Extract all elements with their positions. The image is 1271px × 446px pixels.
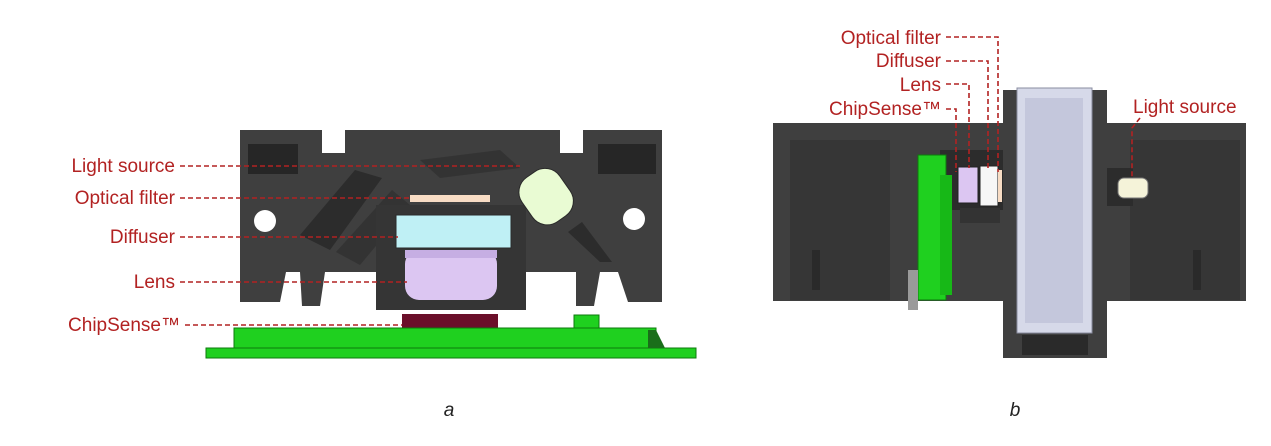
panel-b-slot-left xyxy=(812,250,820,290)
panel-a-channel-left xyxy=(300,170,382,250)
panel-b-leader-light-source xyxy=(1131,117,1141,178)
panel-b-housing-right-section xyxy=(1130,140,1240,300)
panel-a-mount-hole-left xyxy=(254,210,276,232)
panel-b-pcb-pin xyxy=(908,270,918,310)
panel-b-slot-right xyxy=(1193,250,1201,290)
panel-a-label-chipsense: ChipSense™ xyxy=(68,315,180,336)
panel-b-leader-diffuser xyxy=(946,60,989,168)
panel-a-drawing xyxy=(205,130,697,359)
panel-a-label-lens: Lens xyxy=(134,272,175,293)
panel-a-diffuser xyxy=(395,214,512,249)
panel-a-mount-hole-right xyxy=(623,208,645,230)
panel-a-pcb-edge xyxy=(648,330,665,348)
panel-a-recess-right xyxy=(598,144,656,174)
panel-a-lens-rim xyxy=(405,250,497,258)
panel-a-lens xyxy=(405,250,497,300)
panel-a-label-light-source: Light source xyxy=(71,156,175,177)
panel-b-optics-base xyxy=(960,208,1000,223)
panel-b-diffuser xyxy=(979,165,999,207)
panel-b-leader-optical-filter xyxy=(946,36,999,172)
panel-a-channel-right xyxy=(568,222,612,262)
panel-b-lens xyxy=(957,166,979,204)
panel-a-caption: a xyxy=(444,400,455,421)
panel-b-label-light-source: Light source xyxy=(1133,97,1237,118)
panel-b-insert-base xyxy=(1022,335,1088,355)
panel-a-pcb-upper xyxy=(233,327,657,351)
panel-b-leader-chipsense xyxy=(946,108,957,172)
panel-b-label-diffuser: Diffuser xyxy=(876,51,942,72)
panel-b-label-lens: Lens xyxy=(900,75,941,96)
panel-a-label-diffuser: Diffuser xyxy=(110,227,176,248)
panel-a-recess-left xyxy=(248,144,298,174)
panel-b-housing-left-section xyxy=(790,140,890,300)
panel-b-cuvette-inner xyxy=(1025,98,1083,323)
panel-b-light-source xyxy=(1117,177,1149,199)
panel-a-optical-filter xyxy=(410,195,490,202)
panel-b-caption: b xyxy=(1010,400,1021,421)
panel-b-label-chipsense: ChipSense™ xyxy=(829,99,941,120)
panel-a-label-optical-filter: Optical filter xyxy=(75,188,176,209)
panel-b-label-optical-filter: Optical filter xyxy=(841,28,942,49)
panel-b-optical-filter xyxy=(998,170,1002,202)
panel-a-pcb-lower xyxy=(205,347,697,359)
panel-b-pcb-edge xyxy=(940,175,952,295)
panel-a-light-source xyxy=(518,167,574,226)
panel-b-drawing xyxy=(773,87,1246,358)
panel-a-upper-channel xyxy=(420,150,520,178)
